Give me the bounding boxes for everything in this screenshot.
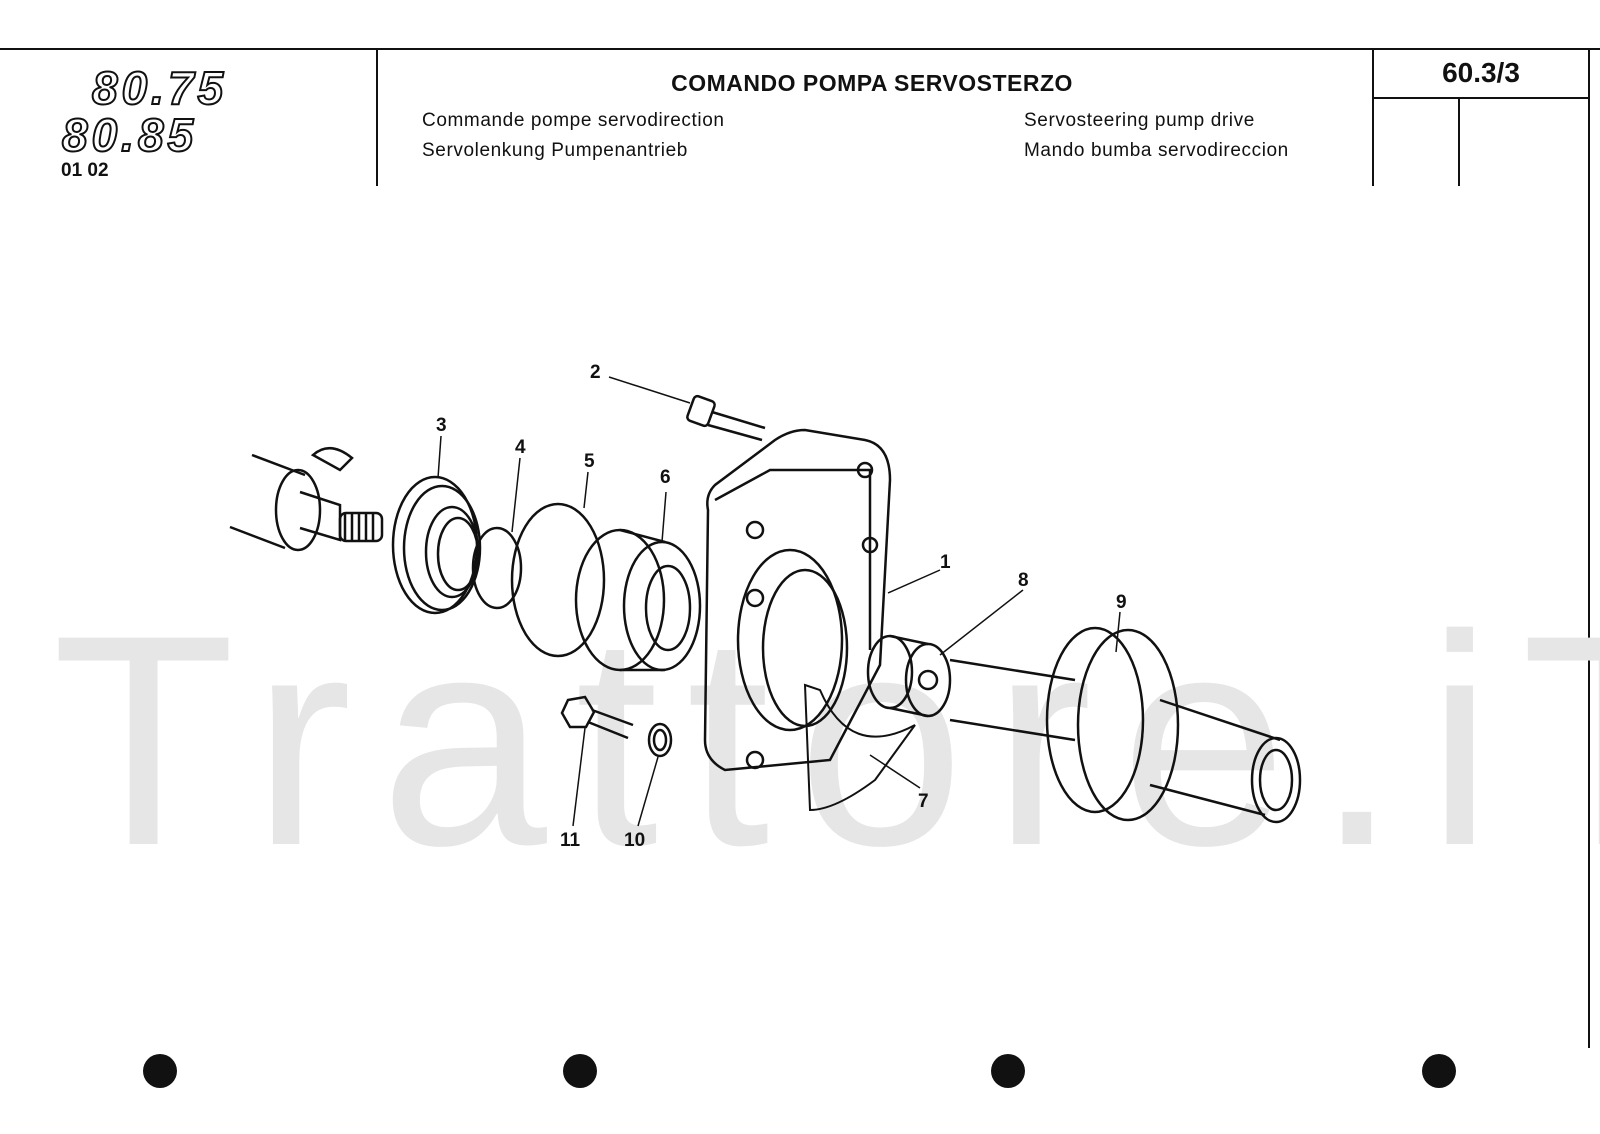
callout-1: 1 xyxy=(940,552,951,573)
model-logo-text-2: 80.85 xyxy=(61,109,198,161)
part-6-bearing xyxy=(574,528,702,672)
part-10-washer xyxy=(647,722,673,758)
model-logo-line-1: 80.75 xyxy=(91,62,228,114)
series-code: 01 02 xyxy=(61,160,109,181)
header-divider-right xyxy=(1372,48,1374,186)
page-title: COMANDO POMPA SERVOSTERZO xyxy=(671,70,1073,96)
watermark: Trattore.iT xyxy=(52,572,1600,908)
callout-6: 6 xyxy=(660,467,671,488)
page-number-divider xyxy=(1458,97,1460,186)
subtitle-spanish: Mando bumba servodireccion xyxy=(1024,140,1289,161)
right-edge-rule xyxy=(1588,48,1590,1048)
header-divider-left xyxy=(376,48,378,186)
callout-3: 3 xyxy=(436,415,447,436)
part-2-bolt xyxy=(686,394,766,442)
part-4-o-ring xyxy=(471,526,523,610)
part-8-pinion xyxy=(866,634,952,718)
part-1-housing xyxy=(703,428,892,772)
model-logo-line-2: 80.85 xyxy=(61,109,198,161)
subtitle-german: Servolenkung Pumpenantrieb xyxy=(422,140,688,161)
page-number: 60.3/3 xyxy=(1442,57,1520,88)
part-9-gear-shaft xyxy=(949,626,1302,824)
part-3-seal xyxy=(391,475,482,615)
callout-10: 10 xyxy=(624,830,646,851)
subtitle-english: Servosteering pump drive xyxy=(1024,110,1255,131)
page-number-underline xyxy=(1372,97,1590,99)
part-5-snap-ring xyxy=(510,502,606,658)
leader-lines xyxy=(437,376,1121,827)
callout-5: 5 xyxy=(584,451,595,472)
woodruff-key xyxy=(310,447,354,472)
punch-hole-1 xyxy=(143,1054,177,1088)
punch-hole-4 xyxy=(1422,1054,1456,1088)
callout-9: 9 xyxy=(1116,592,1127,613)
callout-2: 2 xyxy=(590,362,601,383)
punch-hole-3 xyxy=(991,1054,1025,1088)
part-7-gasket xyxy=(803,683,916,812)
stub-shaft xyxy=(229,453,384,552)
punch-hole-2 xyxy=(563,1054,597,1088)
header-top-rule xyxy=(0,48,1600,50)
callout-11: 11 xyxy=(560,830,581,851)
part-11-bolt xyxy=(560,695,634,740)
model-logo-text-1: 80.75 xyxy=(91,62,228,114)
callout-4: 4 xyxy=(515,437,526,458)
callout-7: 7 xyxy=(918,791,929,812)
subtitle-french: Commande pompe servodirection xyxy=(422,110,725,131)
callout-8: 8 xyxy=(1018,570,1029,591)
